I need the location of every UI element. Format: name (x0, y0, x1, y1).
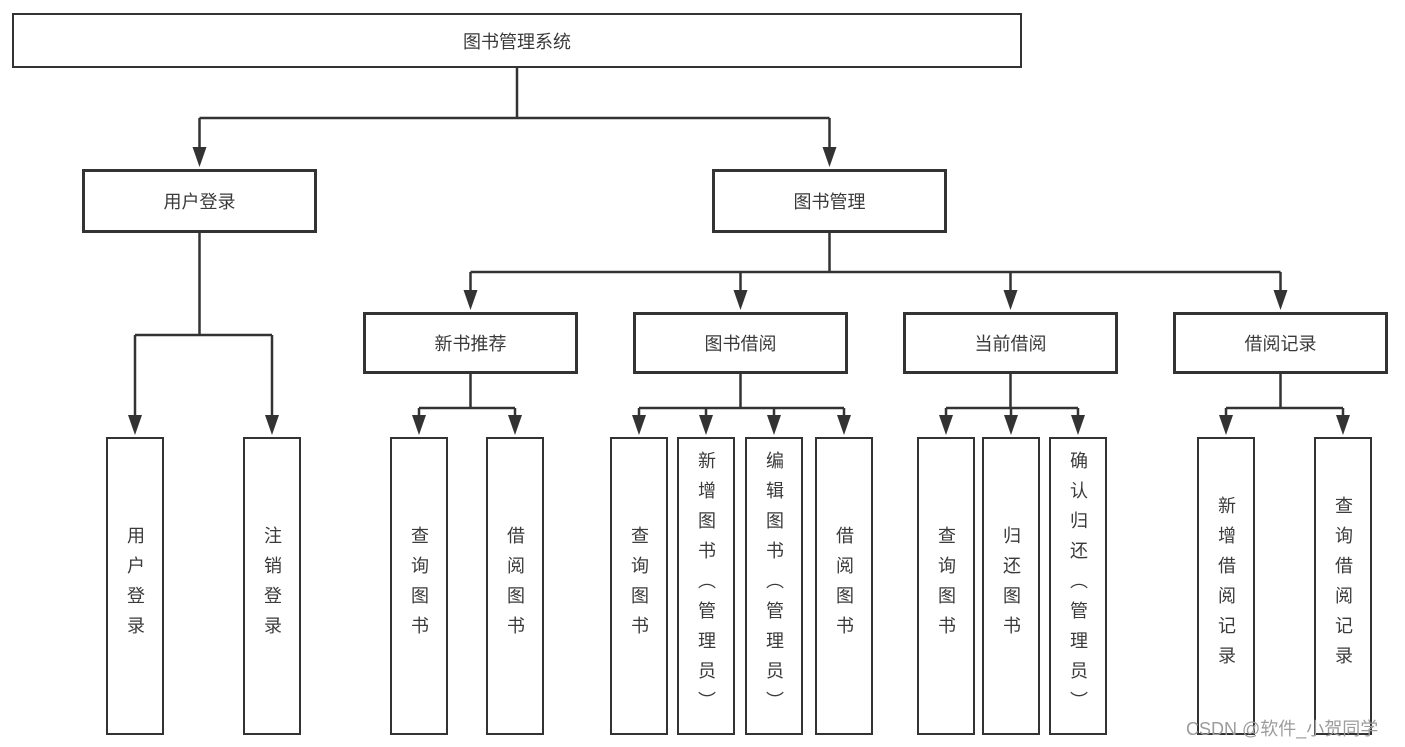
leaf-br-query-record: 查询借阅记录 (1314, 437, 1372, 735)
leaf-cb-return-books-label: 归还图书 (1001, 526, 1021, 646)
csdn-watermark: CSDN @软件_小贺同学 (1186, 719, 1379, 739)
leaf-cb-return-books: 归还图书 (982, 437, 1040, 735)
node-new-book-recommend: 新书推荐 (363, 312, 578, 374)
node-current-borrowing: 当前借阅 (903, 312, 1118, 374)
node-book-management: 图书管理 (712, 169, 947, 233)
node-current-borrowing-label: 当前借阅 (974, 334, 1047, 354)
leaf-bb-add-books-admin-label: 新增图书（管理员） (696, 451, 716, 721)
node-borrowing-records: 借阅记录 (1173, 312, 1388, 374)
leaf-bb-edit-books-admin-label: 编辑图书（管理员） (764, 451, 784, 721)
node-book-management-label: 图书管理 (793, 192, 866, 212)
leaf-cb-confirm-return-admin: 确认归还（管理员） (1049, 437, 1107, 735)
leaf-cb-query-books: 查询图书 (917, 437, 975, 735)
node-book-borrowing-label: 图书借阅 (704, 334, 777, 354)
node-root: 图书管理系统 (12, 13, 1022, 68)
leaf-nbr-query-books-label: 查询图书 (409, 526, 429, 646)
leaf-bb-edit-books-admin: 编辑图书（管理员） (745, 437, 803, 735)
leaf-bb-add-books-admin: 新增图书（管理员） (677, 437, 735, 735)
leaf-nbr-query-books: 查询图书 (390, 437, 448, 735)
node-user-login: 用户登录 (82, 169, 317, 233)
node-book-borrowing: 图书借阅 (633, 312, 848, 374)
node-new-book-recommend-label: 新书推荐 (434, 334, 507, 354)
leaf-logout: 注销登录 (243, 437, 301, 735)
leaf-br-add-record-label: 新增借阅记录 (1216, 496, 1236, 676)
leaf-bb-query-books-label: 查询图书 (629, 526, 649, 646)
leaf-user-login: 用户登录 (106, 437, 164, 735)
leaf-nbr-borrow-books-label: 借阅图书 (505, 526, 525, 646)
node-user-login-label: 用户登录 (163, 192, 236, 212)
leaf-user-login-label: 用户登录 (125, 526, 145, 646)
leaf-cb-confirm-return-admin-label: 确认归还（管理员） (1068, 451, 1088, 721)
leaf-br-query-record-label: 查询借阅记录 (1333, 496, 1353, 676)
leaf-nbr-borrow-books: 借阅图书 (486, 437, 544, 735)
leaf-cb-query-books-label: 查询图书 (936, 526, 956, 646)
leaf-br-add-record: 新增借阅记录 (1197, 437, 1255, 735)
node-root-label: 图书管理系统 (463, 31, 571, 52)
leaf-bb-query-books: 查询图书 (610, 437, 668, 735)
leaf-logout-label: 注销登录 (262, 526, 282, 646)
node-borrowing-records-label: 借阅记录 (1244, 334, 1317, 354)
leaf-bb-borrow-books-label: 借阅图书 (834, 526, 854, 646)
leaf-bb-borrow-books: 借阅图书 (815, 437, 873, 735)
